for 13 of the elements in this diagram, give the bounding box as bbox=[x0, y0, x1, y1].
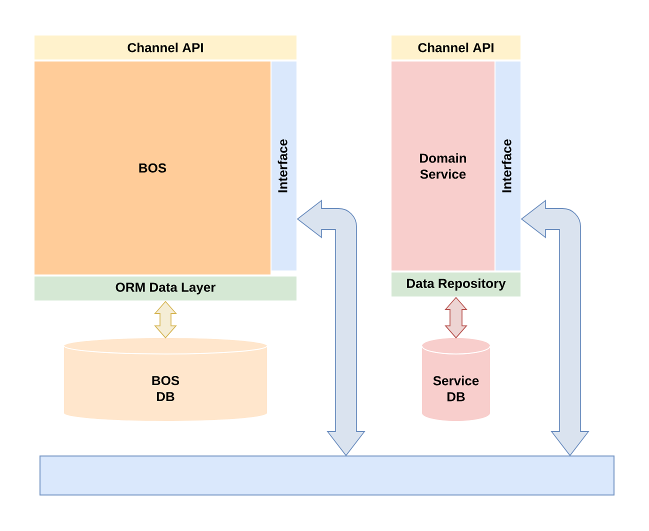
block-arrow bbox=[297, 200, 365, 456]
database-cylinder: Service DB bbox=[422, 338, 490, 421]
component-box: Domain Service bbox=[390, 60, 496, 272]
label-band: Channel API bbox=[34, 34, 298, 60]
wide-bar bbox=[40, 456, 614, 496]
label-band: ORM Data Layer bbox=[34, 276, 298, 302]
database-cylinder: BOS DB bbox=[64, 338, 268, 421]
block-arrow bbox=[521, 200, 589, 456]
label-band: Data Repository bbox=[390, 272, 522, 298]
vertical-band: Interface bbox=[494, 60, 522, 272]
label-band: Channel API bbox=[390, 34, 522, 60]
vertical-band: Interface bbox=[270, 60, 298, 272]
component-box: BOS bbox=[34, 60, 272, 276]
